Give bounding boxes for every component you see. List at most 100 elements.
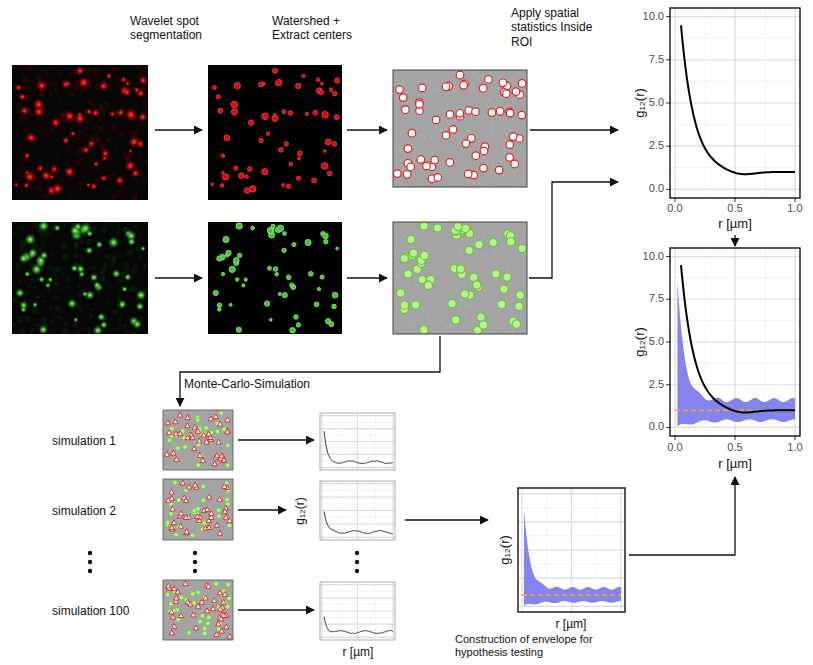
background-noise (124, 267, 130, 273)
roi-texture (428, 158, 429, 159)
background-noise (35, 225, 38, 228)
segmented-spot (298, 157, 301, 160)
roi-texture (502, 247, 503, 248)
grid-line (670, 189, 800, 190)
background-noise (134, 264, 138, 268)
fluorescent-spot (69, 130, 76, 137)
roi-texture (497, 83, 498, 84)
roi-texture (398, 150, 399, 151)
axis-label: g₁₂(r) (293, 497, 307, 524)
simulated-red-point (203, 595, 208, 600)
roi-texture (468, 102, 469, 103)
background-noise (131, 268, 137, 274)
flow-arrow (155, 277, 202, 278)
segmented-spot (234, 166, 238, 170)
background-noise (136, 247, 141, 252)
roi-texture (473, 74, 474, 75)
roi-texture (475, 81, 476, 82)
fluorescent-spot (112, 269, 122, 279)
roi-texture (430, 157, 431, 158)
roi-texture (410, 109, 411, 110)
simulated-red-point (172, 586, 177, 591)
background-noise (142, 131, 144, 133)
roi-texture (404, 75, 405, 76)
segmented-spot (282, 248, 286, 252)
roi-texture (492, 163, 493, 164)
roi-texture (475, 116, 476, 117)
point-center (506, 109, 514, 117)
simulated-green-point (175, 446, 180, 451)
roi-texture (517, 241, 518, 242)
roi-texture (447, 104, 448, 105)
background-noise (18, 225, 24, 231)
roi-texture (479, 224, 480, 225)
simulated-red-point (221, 613, 226, 618)
roi-texture (477, 88, 478, 89)
roi-texture (405, 135, 406, 136)
point-center (456, 71, 464, 79)
roi-texture (479, 79, 480, 80)
background-noise (63, 321, 69, 327)
roi-texture (461, 299, 462, 300)
roi-texture (399, 277, 400, 278)
background-noise (98, 118, 102, 122)
simulated-red-point (195, 514, 200, 519)
simulated-green-point (176, 498, 181, 503)
grid-line (518, 564, 625, 565)
roi-texture (489, 288, 490, 289)
plot-ground (320, 582, 395, 640)
fluorescent-spot (24, 233, 36, 245)
simulated-green-point (202, 626, 207, 631)
roi-texture (439, 72, 440, 73)
simulated-green-point (183, 445, 188, 450)
grid-line (320, 597, 395, 598)
roi-texture (483, 115, 484, 116)
background-noise (141, 176, 146, 181)
roi-texture (521, 176, 522, 177)
segmented-spot (329, 322, 334, 327)
background-noise (135, 178, 141, 184)
roi-texture (490, 286, 491, 287)
background-noise (12, 142, 15, 148)
simulated-red-point (217, 497, 222, 502)
roi-texture (525, 252, 526, 253)
point-center (512, 320, 520, 328)
background-noise (22, 130, 26, 134)
point-center (460, 82, 468, 90)
roi-texture (470, 125, 471, 126)
roi-texture (395, 319, 396, 320)
roi-texture (458, 309, 459, 310)
roi-texture (513, 179, 514, 180)
simulated-red-point (214, 523, 219, 528)
roi-texture (483, 233, 484, 234)
simulated-red-point (216, 439, 221, 444)
roi-texture (442, 331, 443, 332)
background-noise (130, 262, 132, 264)
point-center (492, 270, 500, 278)
simulation-image (163, 580, 233, 640)
simulated-green-point (219, 411, 224, 416)
fluorescent-spot (76, 264, 85, 273)
roi-texture (398, 110, 399, 111)
simulated-red-point (170, 614, 175, 619)
simulated-red-point (197, 438, 202, 443)
segmented-spot (222, 171, 225, 174)
background-noise (56, 197, 60, 200)
segmented-spot (325, 139, 331, 145)
simulated-red-point (185, 423, 190, 428)
simulated-green-point (226, 582, 231, 587)
axis-label: r [µm] (718, 456, 751, 472)
roi-texture (513, 83, 514, 84)
roi-texture (413, 176, 414, 177)
simulated-green-point (190, 592, 195, 597)
background-noise (78, 180, 84, 186)
simulated-red-point (216, 621, 221, 626)
roi-texture (483, 230, 484, 231)
roi-ground (393, 222, 527, 334)
roi-texture (479, 98, 480, 99)
segmented-spot (242, 284, 245, 287)
background-noise (40, 193, 44, 197)
tick-label: 0.0 (649, 183, 664, 196)
roi-texture (436, 97, 437, 98)
point-center (518, 111, 526, 119)
